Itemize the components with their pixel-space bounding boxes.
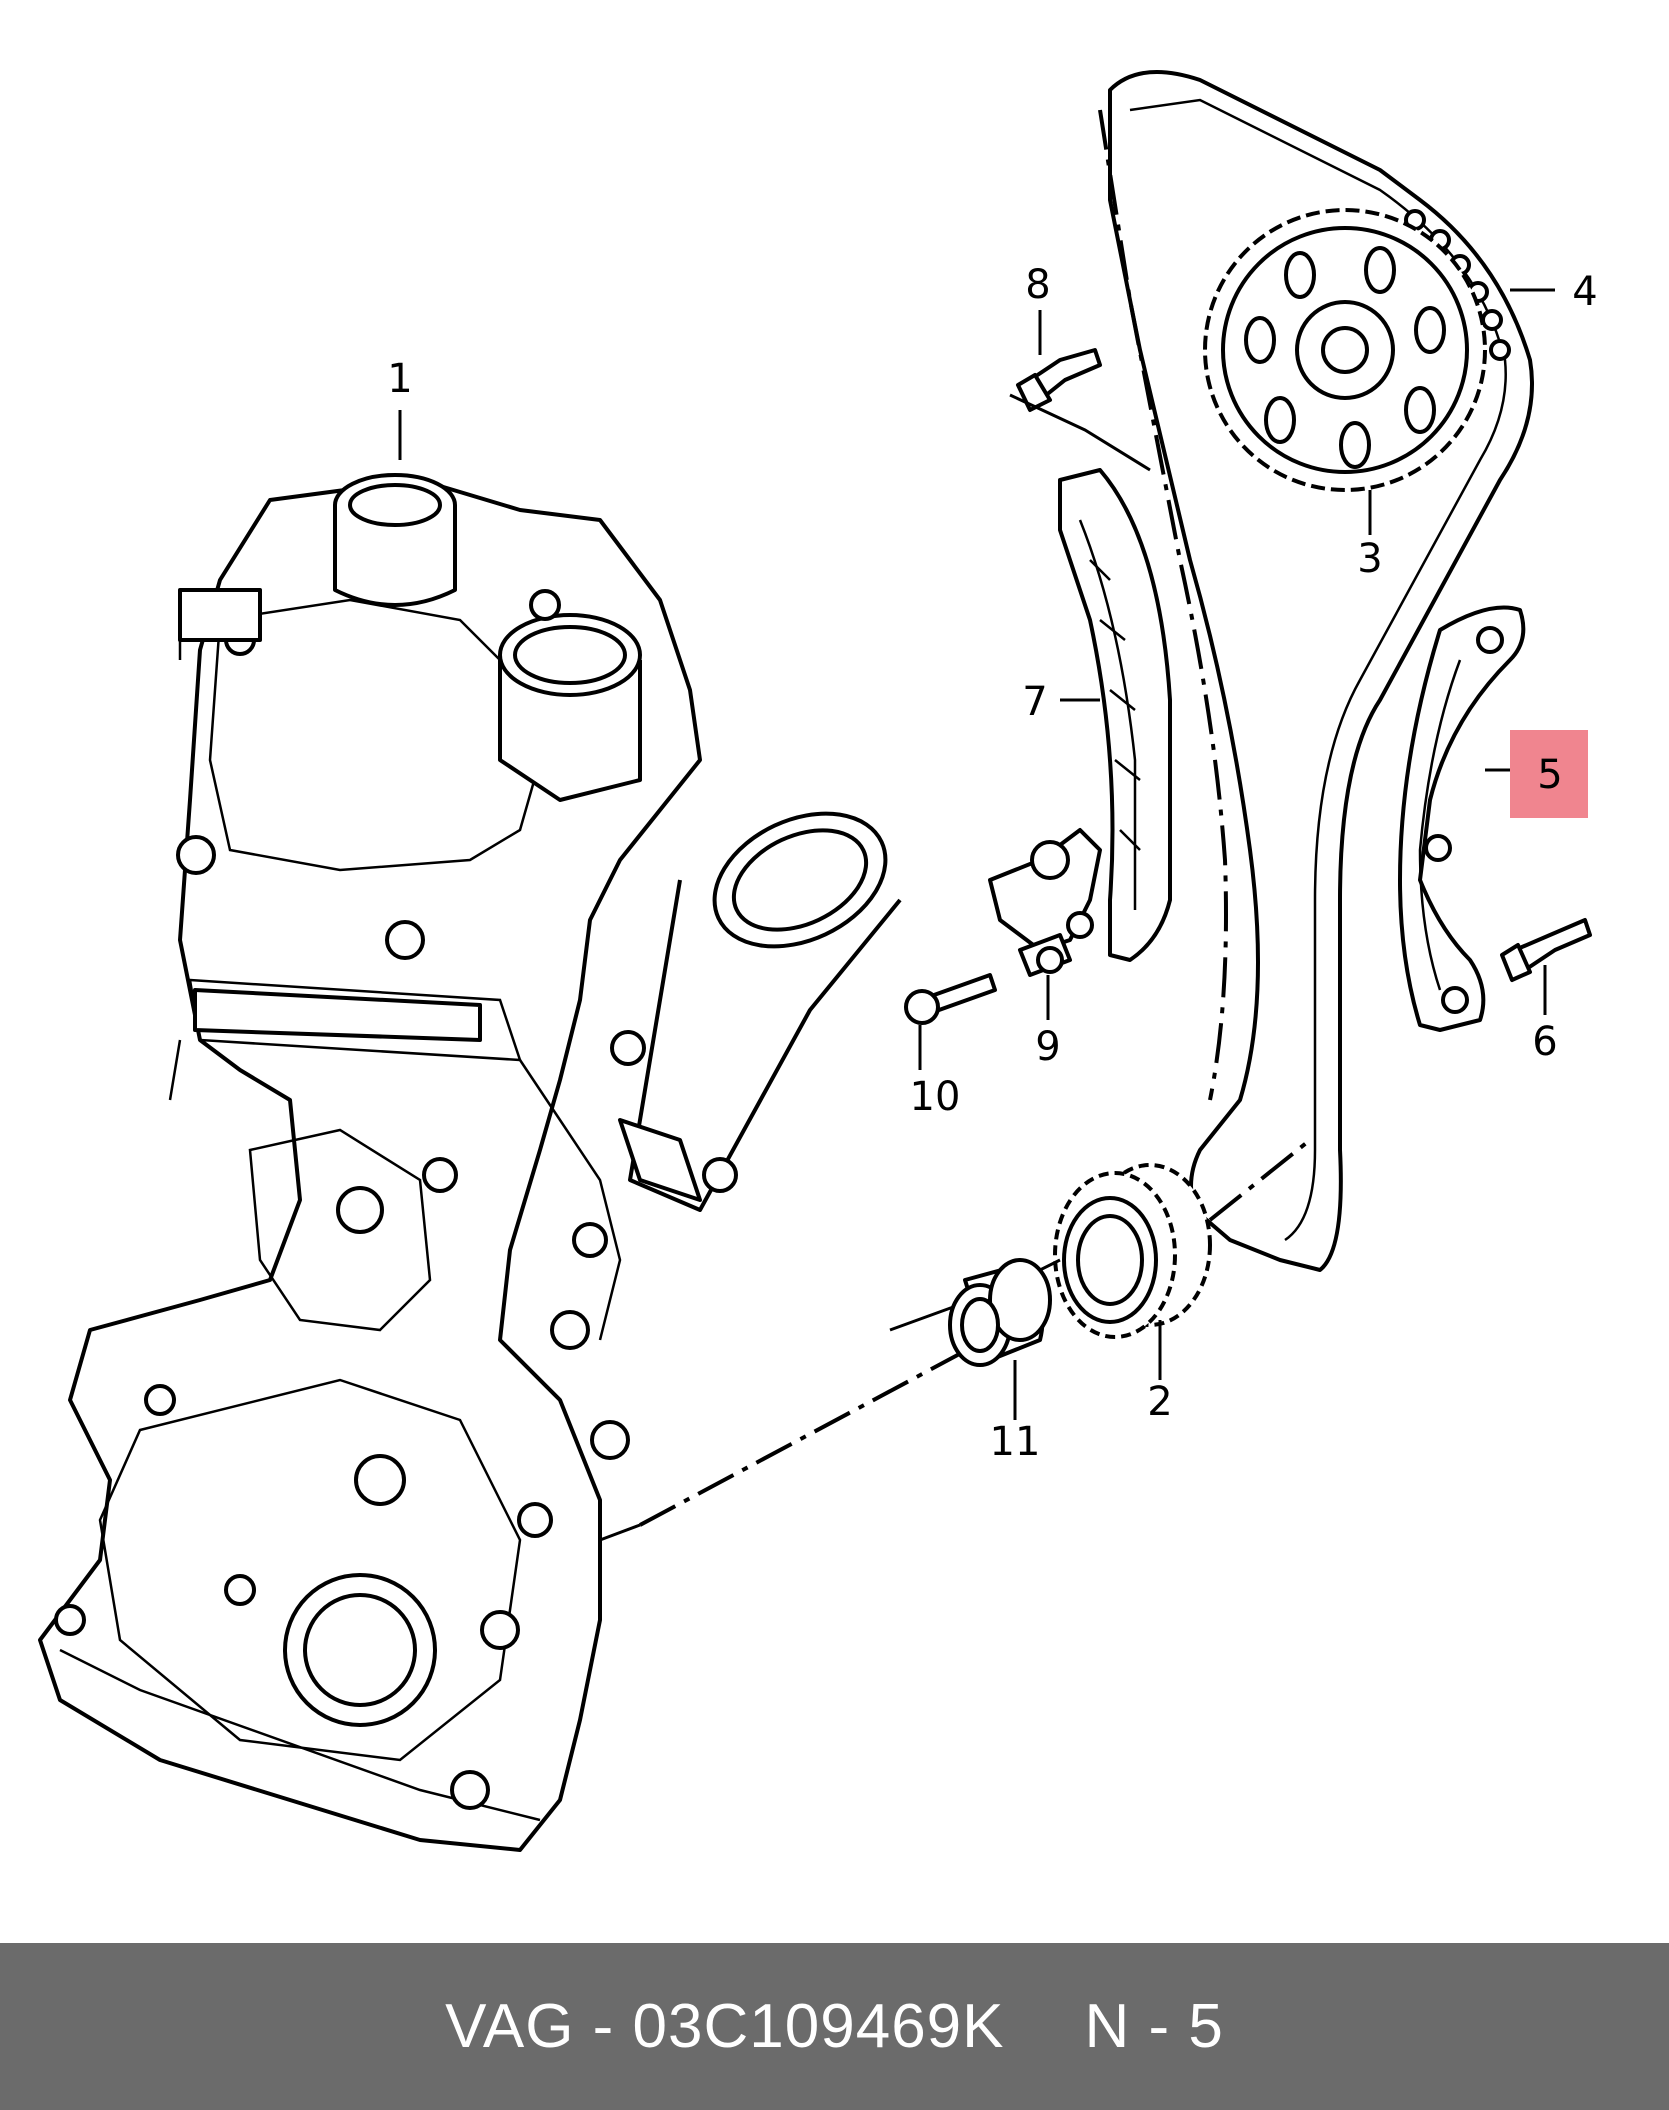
assembly-line-11: [639, 1333, 996, 1527]
chain-tensioner: [988, 828, 1102, 977]
callout-4: 4: [1572, 269, 1597, 315]
exploded-parts-diagram: 1 2 3 4 5 6 7 8 9 10 11: [38, 70, 1598, 1852]
bush: [948, 1258, 1052, 1367]
guide-rail: [1398, 605, 1526, 1032]
callout-6: 6: [1532, 1019, 1557, 1065]
callout-9: 9: [1035, 1024, 1060, 1070]
rail-bolt-8: [1016, 348, 1102, 412]
part-number: VAG - 03C109469K: [445, 1992, 1005, 2061]
callout-10: 10: [910, 1074, 961, 1120]
callout-7: 7: [1022, 679, 1047, 725]
callout-3: 3: [1357, 536, 1382, 582]
position-number: N - 5: [1084, 1992, 1224, 2061]
callout-5: 5: [1537, 752, 1562, 798]
callout-2: 2: [1147, 1379, 1172, 1425]
rail-bolt-6: [1500, 918, 1592, 982]
callout-8: 8: [1025, 262, 1050, 308]
timing-cover-housing: [38, 473, 902, 1852]
highlight-box-5: [1510, 730, 1588, 818]
crankshaft-sprocket: [1053, 1163, 1212, 1339]
tensioner-rail: [1058, 468, 1172, 962]
callout-11: 11: [990, 1419, 1041, 1465]
part-number-footer: VAG - 03C109469K N - 5: [0, 1943, 1669, 2110]
callout-labels: 1 2 3 4 5 6 7 8 9 10 11: [387, 262, 1597, 1465]
tensioner-bolt: [904, 973, 997, 1025]
callout-1: 1: [387, 356, 412, 402]
camshaft-sprocket: [1203, 208, 1487, 492]
leader-lines: [398, 288, 1555, 1420]
